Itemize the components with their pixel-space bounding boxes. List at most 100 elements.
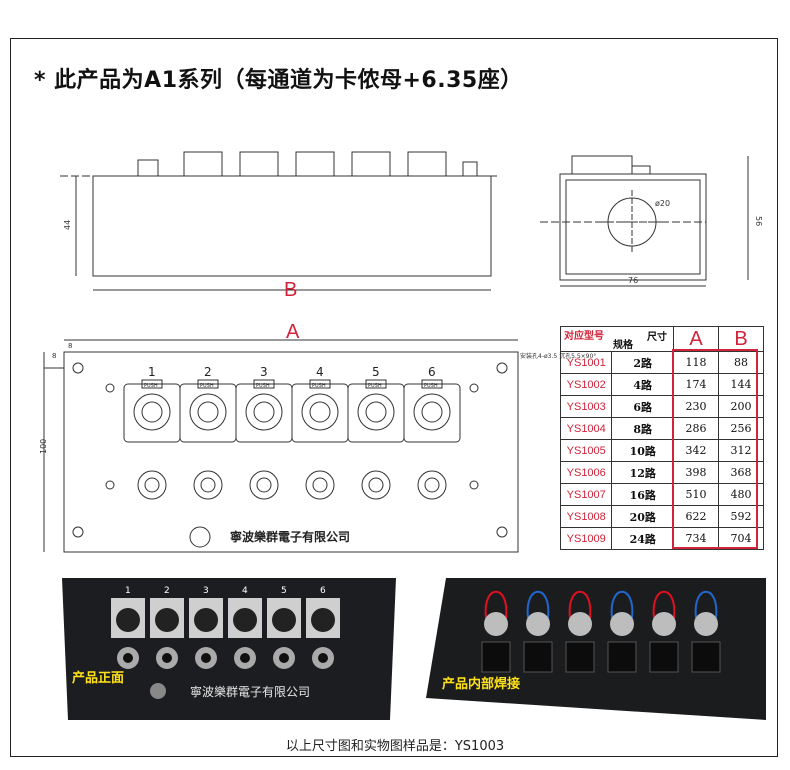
photo-xlr-socket-icon	[233, 608, 257, 632]
cell-b: 704	[718, 527, 764, 550]
back-jack-body	[691, 641, 721, 673]
jack-inner	[144, 477, 160, 493]
xlr-outline	[403, 383, 461, 443]
dim-b-label: B	[284, 279, 297, 301]
cell-a: 342	[673, 439, 719, 462]
channel-number: 5	[372, 365, 380, 379]
jack-inner	[256, 477, 272, 493]
cell-model: YS1003	[559, 395, 613, 418]
jack-socket-icon	[193, 470, 223, 500]
table-corner-cell: 对应型号 尺寸 规格	[560, 326, 674, 352]
jack-inner	[200, 477, 216, 493]
photo-jack-hole	[123, 653, 133, 663]
photo-channel-number: 4	[242, 586, 248, 596]
xlr-socket-icon	[189, 393, 227, 431]
photo-xlr-socket-icon	[311, 608, 335, 632]
cell-b: 256	[718, 417, 764, 440]
cell-a: 622	[673, 505, 719, 528]
cell-channels: 20路	[611, 505, 674, 528]
page-frame	[10, 38, 778, 757]
cell-model: YS1004	[559, 417, 613, 440]
cell-b: 480	[718, 483, 764, 506]
jack-inner	[424, 477, 440, 493]
cell-model: YS1008	[559, 505, 613, 528]
cell-model: YS1007	[559, 483, 613, 506]
cell-b: 592	[718, 505, 764, 528]
push-tab	[197, 379, 219, 389]
back-photo-label: 产品内部焊接	[442, 676, 520, 692]
push-label: PUSH	[312, 383, 326, 389]
front-brand-text: 寧波樂群電子有限公司	[230, 529, 350, 544]
push-label: PUSH	[368, 383, 382, 389]
cell-channels: 12路	[611, 461, 674, 484]
xlr-socket-icon	[133, 393, 171, 431]
cell-channels: 10路	[611, 439, 674, 462]
brand-logo-icon	[189, 526, 211, 548]
channel-number: 3	[260, 365, 268, 379]
cell-b: 200	[718, 395, 764, 418]
push-tab	[365, 379, 387, 389]
back-xlr-icon	[526, 612, 550, 636]
cell-channels: 6路	[611, 395, 674, 418]
photo-xlr-socket-icon	[155, 608, 179, 632]
xlr-inner	[309, 401, 331, 423]
front-height-label: 100	[39, 439, 48, 454]
jack-inner	[368, 477, 384, 493]
back-photo: 产品内部焊接	[426, 578, 766, 720]
cell-channels: 16路	[611, 483, 674, 506]
cell-model: YS1002	[559, 373, 613, 396]
cell-a: 174	[673, 373, 719, 396]
cell-a: 398	[673, 461, 719, 484]
photo-channel-number: 5	[281, 586, 287, 596]
photo-xlr-socket-icon	[116, 608, 140, 632]
cell-channels: 24路	[611, 527, 674, 550]
cell-model: YS1009	[559, 527, 613, 550]
photo-brand-text: 寧波樂群電子有限公司	[190, 684, 310, 699]
xlr-socket-icon	[357, 393, 395, 431]
xlr-outline	[179, 383, 237, 443]
photo-jack-hole	[279, 653, 289, 663]
push-label: PUSH	[256, 383, 270, 389]
back-xlr-icon	[484, 612, 508, 636]
jack-socket-icon	[361, 470, 391, 500]
wire	[568, 590, 592, 619]
wire	[610, 590, 634, 619]
back-xlr-icon	[652, 612, 676, 636]
channel-number: 1	[148, 365, 156, 379]
jack-socket-icon	[305, 470, 335, 500]
jack-socket-icon	[417, 470, 447, 500]
xlr-socket-icon	[413, 393, 451, 431]
vert-offset-label: 8	[52, 352, 56, 360]
dim-a-label: A	[286, 321, 300, 343]
photo-jack-hole	[162, 653, 172, 663]
back-xlr-icon	[694, 612, 718, 636]
photo-channel-number: 2	[164, 586, 170, 596]
back-jack-body	[607, 641, 637, 673]
jack-socket-icon	[137, 470, 167, 500]
cell-a: 510	[673, 483, 719, 506]
wire	[652, 590, 676, 619]
channel-number: 6	[428, 365, 436, 379]
total-height-label: 56	[754, 216, 763, 226]
push-tab	[309, 379, 331, 389]
cell-channels: 8路	[611, 417, 674, 440]
photo-xlr-socket-icon	[194, 608, 218, 632]
cell-b: 144	[718, 373, 764, 396]
wire	[694, 590, 718, 619]
push-label: PUSH	[200, 383, 214, 389]
back-xlr-icon	[610, 612, 634, 636]
xlr-inner	[141, 401, 163, 423]
corner-bottom-label: 规格	[613, 340, 633, 351]
jack-socket-icon	[249, 470, 279, 500]
back-xlr-icon	[568, 612, 592, 636]
photo-jack-hole	[201, 653, 211, 663]
photo-jack-hole	[240, 653, 250, 663]
